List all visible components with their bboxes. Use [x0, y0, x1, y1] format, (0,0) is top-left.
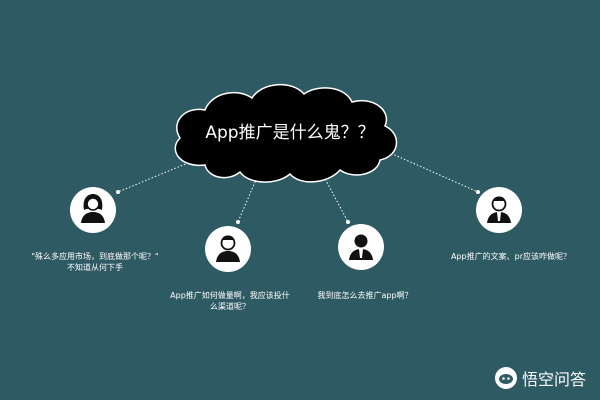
connector-1 [117, 159, 196, 193]
node-label-2: App推广如何做量啊，我应该投什 么渠道呢？ [170, 291, 290, 311]
connector-3 [321, 172, 349, 223]
wukong-logo-icon [494, 367, 517, 389]
node-label-1: "殊么多应用市场，到底做那个呢？" 不知道从何下手 [31, 252, 159, 272]
connectors [117, 151, 479, 223]
connector-4 [387, 151, 479, 193]
connector-2 [237, 174, 259, 223]
node-label-4: App推广的文案、pr应该咋做呢？ [451, 252, 571, 261]
watermark: 悟空问答 [494, 366, 586, 390]
businessman-icon [349, 234, 373, 260]
node-label-3: 我到底怎么去推广app啊？ [317, 291, 413, 300]
tie-user-icon [487, 196, 511, 223]
central-cloud [174, 83, 398, 183]
female-user-icon [81, 194, 105, 223]
connector-dots [116, 190, 480, 224]
watermark-text: 悟空问答 [521, 370, 586, 389]
central-title: App推广是什么鬼？？ [205, 123, 375, 143]
male-user-icon [216, 235, 240, 262]
